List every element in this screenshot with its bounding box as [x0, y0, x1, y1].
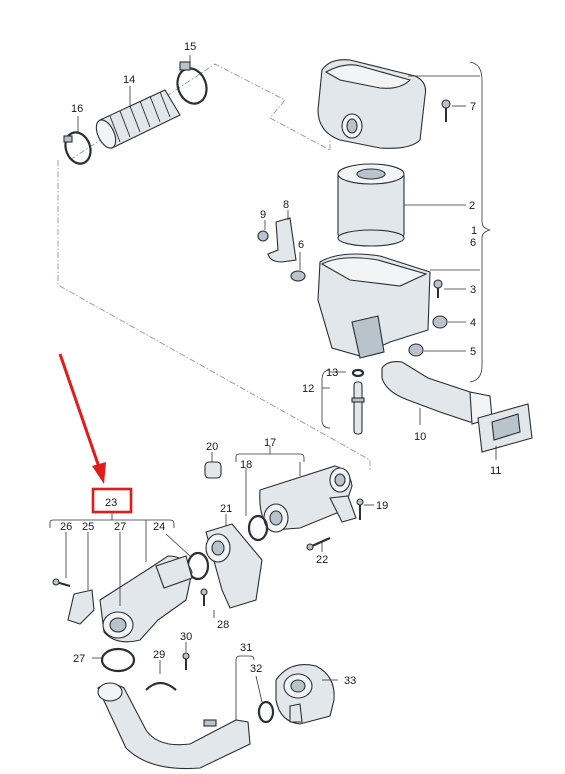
grommet-4	[432, 315, 448, 329]
highlight-box	[91, 487, 133, 514]
label-part-29: 29	[153, 649, 165, 661]
label-part-31: 31	[240, 642, 252, 654]
o-ring-27	[100, 647, 136, 673]
grommet-6	[290, 270, 306, 282]
label-part-26: 26	[60, 521, 72, 533]
gasket-32	[257, 700, 275, 724]
filter-housing-upper	[317, 59, 427, 149]
label-part-5: 5	[470, 346, 476, 358]
bolt-30	[182, 652, 190, 670]
seal-13	[351, 368, 365, 378]
label-part-18: 18	[240, 459, 252, 471]
label-part-11: 11	[490, 465, 501, 477]
sensor-25	[67, 589, 95, 625]
screw-7	[441, 99, 451, 122]
label-part-3: 3	[470, 284, 476, 296]
label-part-20: 20	[206, 441, 218, 453]
screw-19	[356, 498, 364, 520]
connector-pipe-12	[351, 381, 365, 435]
label-part-4: 4	[470, 317, 476, 329]
label-part-19: 19	[376, 500, 388, 512]
label-part-9: 9	[260, 209, 266, 221]
clip-29	[145, 681, 177, 691]
sleeve-20	[204, 461, 222, 479]
label-part-12: 12	[302, 383, 314, 395]
label-part-2: 2	[469, 200, 475, 212]
charge-air-pipe-17	[259, 465, 357, 533]
label-part-27-top: 27	[114, 521, 126, 533]
label-part-22: 22	[316, 554, 328, 566]
label-part-8: 8	[283, 199, 289, 211]
part-labels: 1 2 3 4 5 6 6 7 8 9 10 11 12 13 14 15 16…	[60, 41, 501, 687]
highlight-marker	[58, 353, 133, 514]
pressure-pipe-31	[97, 682, 251, 770]
screw-26	[52, 578, 71, 587]
bolt-28	[200, 588, 208, 606]
label-part-14: 14	[123, 74, 135, 86]
label-part-6-b: 6	[298, 239, 304, 251]
label-part-16: 16	[71, 103, 83, 115]
label-part-21: 21	[220, 503, 232, 515]
bolt-22	[306, 536, 331, 551]
label-part-6: 6	[470, 237, 476, 249]
screw-3	[433, 279, 443, 298]
label-part-15: 15	[184, 41, 196, 53]
label-part-23: 23	[105, 497, 117, 509]
bellows-hose-14	[95, 89, 181, 149]
intake-grille-11	[477, 403, 533, 453]
clamp-15	[176, 61, 208, 105]
leader-lines	[49, 55, 497, 720]
clamp-16	[63, 131, 92, 165]
arrow-head-icon	[92, 462, 106, 484]
turbocharger-33	[275, 664, 335, 725]
label-part-1: 1	[471, 225, 477, 237]
filter-housing-lower	[317, 253, 431, 359]
label-part-24: 24	[153, 521, 165, 533]
label-part-27-bottom: 27	[73, 653, 85, 665]
intake-duct-10	[381, 361, 493, 425]
label-part-10: 10	[414, 431, 426, 443]
label-part-25: 25	[82, 521, 94, 533]
label-part-13: 13	[326, 367, 338, 379]
label-part-32: 32	[250, 663, 262, 675]
label-part-7: 7	[470, 101, 476, 113]
gasket-18	[247, 514, 269, 542]
filter-element-2	[337, 163, 405, 247]
nut-9	[257, 230, 269, 242]
label-part-28: 28	[217, 619, 229, 631]
label-part-17: 17	[264, 437, 276, 449]
throttle-housing-21	[205, 523, 263, 609]
intake-pipe-23	[99, 555, 193, 643]
label-part-30: 30	[180, 631, 192, 643]
grommet-5	[408, 343, 424, 357]
bracket-8	[267, 217, 297, 263]
label-part-33: 33	[344, 675, 356, 687]
